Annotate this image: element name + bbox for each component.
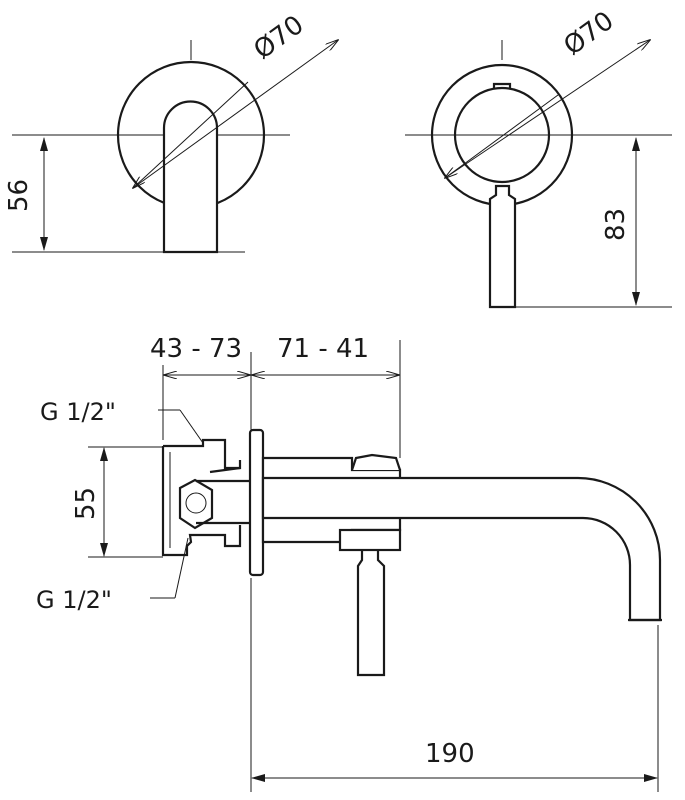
handle-lower-block: [338, 528, 402, 552]
inlet-spacing-label: 55: [71, 487, 101, 520]
thread-label-top: G 1/2": [40, 398, 116, 426]
diameter-label-right: Ø70: [558, 6, 619, 62]
hex-nut: [178, 478, 214, 530]
concealed-body-upper: [163, 438, 242, 470]
cartridge-circle: [453, 86, 551, 184]
diameter-leader-left-arrow: [133, 81, 249, 188]
thread-bottom-leader-diagonal: [174, 537, 189, 599]
handle-top-nub: [492, 82, 512, 88]
wall-plate: [248, 428, 265, 577]
body-top-link: [209, 466, 241, 474]
height-label-left: 56: [4, 179, 34, 212]
diameter-leader-right: [444, 40, 650, 179]
side-view: 43 - 73 71 - 41 G 1/2" G 1/2": [36, 334, 662, 792]
height-label-right: 83: [601, 208, 631, 241]
thread-label-bottom: G 1/2": [36, 586, 112, 614]
diameter-leader-right-arrow: [445, 94, 559, 178]
spout-side: [261, 476, 662, 622]
hex-nut-center: [185, 492, 207, 514]
spout-outline: [162, 100, 219, 254]
front-view-handle: Ø70 83: [405, 6, 672, 309]
diameter-leader-left: [132, 40, 338, 189]
spout-length-label: 190: [425, 739, 475, 769]
depth-label-left: 43 - 73: [150, 334, 242, 364]
stem-outline: [196, 479, 250, 525]
thread-top-leader-diagonal: [179, 409, 204, 444]
handle-lever: [488, 184, 517, 309]
depth-label-right: 71 - 41: [277, 334, 369, 364]
diameter-label-left: Ø70: [248, 10, 309, 66]
handle-lever-side: [356, 540, 386, 677]
front-view-spout: Ø70 56: [4, 10, 338, 254]
handle-top-cap: [350, 453, 402, 471]
concealed-body-lower: [161, 446, 242, 557]
